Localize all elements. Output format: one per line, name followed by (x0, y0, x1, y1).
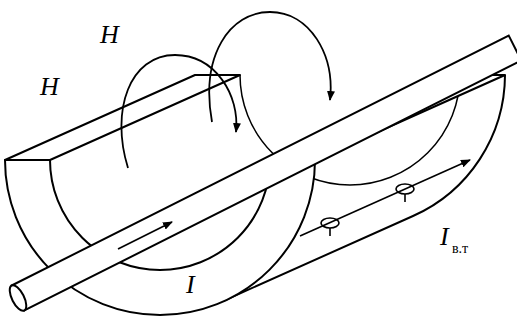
current-label: I (186, 272, 195, 298)
current-subscript: в.т (452, 242, 468, 256)
field-label: H (100, 22, 119, 48)
conductor-rod (6, 36, 517, 314)
current-label: I (440, 224, 449, 250)
field-label: H (40, 74, 59, 100)
